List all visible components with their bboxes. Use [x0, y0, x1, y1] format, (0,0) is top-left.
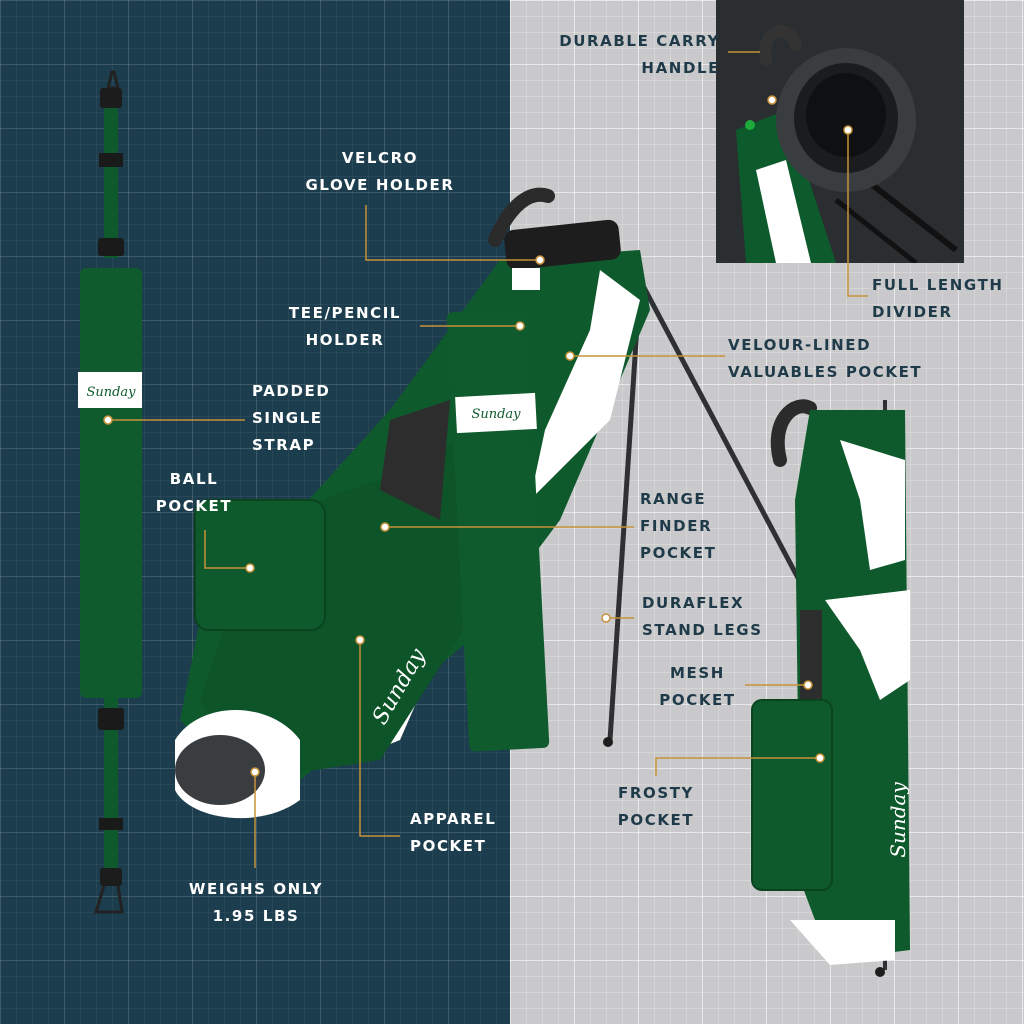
side-bag-wordmark: Sunday	[886, 782, 910, 858]
callout-padded-strap: PADDED SINGLE STRAP	[252, 382, 331, 454]
bag-strap-wordmark: Sunday	[471, 407, 521, 422]
strap-wordmark: Sunday	[86, 385, 136, 400]
top-view-bag-image	[716, 0, 964, 263]
callout-apparel-pocket: APPAREL POCKET	[410, 810, 497, 855]
callout-dots	[103, 95, 853, 777]
callout-carry-handle: DURABLE CARRY HANDLE	[559, 32, 720, 77]
main-bag-illustration: Sunday Sunday	[175, 187, 818, 819]
callout-valuables-pocket: VELOUR-LINED VALUABLES POCKET	[728, 336, 923, 381]
callout-range-finder-pocket: RANGE FINDER POCKET	[640, 490, 717, 562]
top-view-inset	[716, 0, 964, 263]
side-view-bag-illustration: Sunday	[751, 399, 910, 977]
strap-illustration: Sunday	[78, 70, 142, 914]
callout-lines	[108, 51, 868, 868]
callout-mesh-pocket: MESH POCKET	[659, 664, 736, 709]
callout-stand-legs: DURAFLEX STAND LEGS	[642, 594, 763, 639]
callout-weight: WEIGHS ONLY 1.95 LBS	[188, 880, 324, 925]
callout-glove-holder: VELCRO GLOVE HOLDER	[305, 149, 455, 194]
callout-full-length-divider: FULL LENGTH DIVIDER	[872, 276, 1004, 321]
callout-ball-pocket: BALL POCKET	[155, 470, 233, 515]
callout-frosty-pocket: FROSTY POCKET	[617, 784, 695, 829]
callout-tee-pencil-holder: TEE/PENCIL HOLDER	[288, 304, 402, 349]
